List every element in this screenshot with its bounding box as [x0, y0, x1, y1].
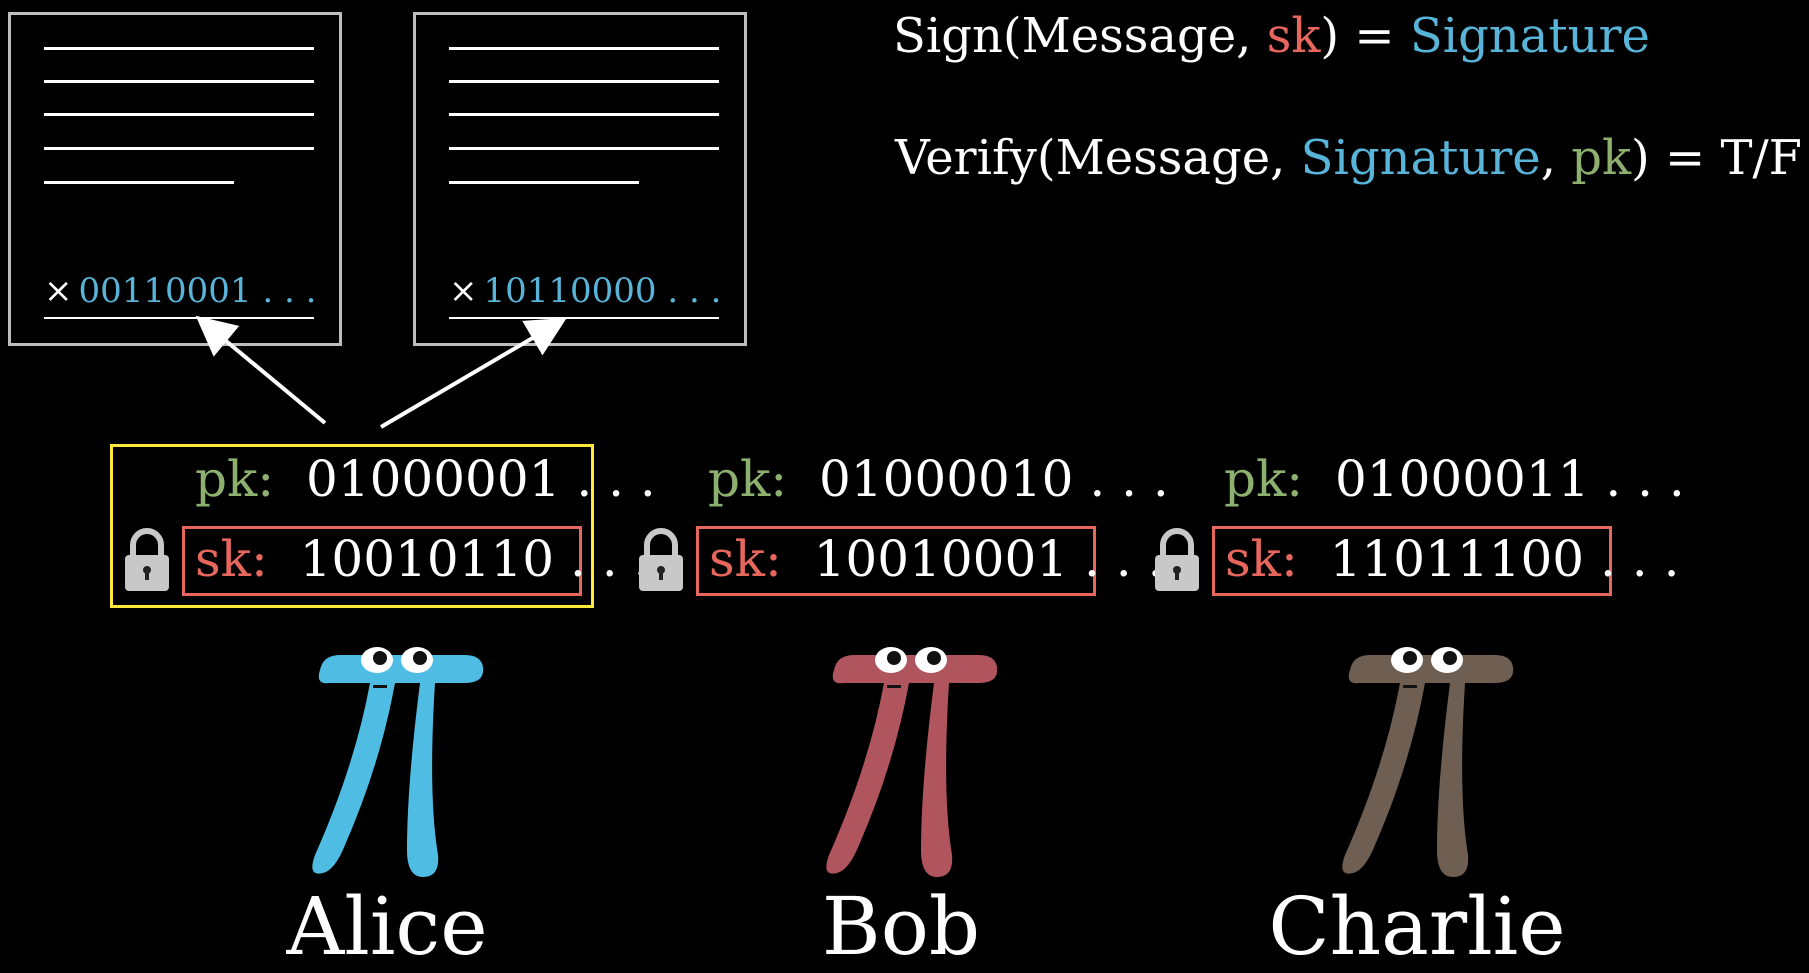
bob-sk-box	[696, 526, 1096, 596]
bob-name: Bob	[821, 880, 981, 973]
pk-label: pk:	[195, 450, 275, 508]
text-line	[44, 181, 234, 184]
text-line	[449, 147, 719, 150]
alice-pk: pk: 01000001 . . .	[195, 450, 656, 508]
sk-label: sk:	[1225, 530, 1298, 588]
arrow-to-document-1	[195, 315, 327, 425]
pk-value: 01000001 . . .	[305, 450, 656, 508]
alice-name: Alice	[286, 880, 488, 973]
text-line	[44, 113, 314, 116]
pk-label: pk:	[708, 450, 788, 508]
charlie-name: Charlie	[1268, 880, 1566, 973]
sign-sk: sk	[1266, 8, 1321, 64]
verify-formula: Verify(Message, Signature, pk) = T/F	[895, 130, 1802, 186]
alice-highlight-box	[110, 444, 594, 608]
text-line	[449, 47, 719, 50]
signature-bits: 00110001 . . .	[78, 271, 317, 311]
alice-sk: sk: 10010110 . . .	[195, 530, 649, 588]
text-line	[449, 80, 719, 83]
alice-sk-box	[182, 526, 582, 596]
arrow-to-document-2	[379, 317, 567, 429]
x-mark: ×	[449, 271, 478, 311]
signature-field: ×10110000 . . .	[449, 271, 721, 311]
text-line	[44, 147, 314, 150]
lock-icon	[1155, 528, 1199, 591]
sign-mid: ) =	[1320, 8, 1410, 64]
signature-line	[449, 317, 719, 319]
pk-value: 01000011 . . .	[1334, 450, 1685, 508]
charlie-pi-character-icon	[1342, 647, 1514, 877]
lock-icon	[639, 528, 683, 591]
sk-value: 10010001 . . .	[813, 530, 1164, 588]
text-line	[44, 47, 314, 50]
pk-label: pk:	[1224, 450, 1304, 508]
charlie-sk: sk: 11011100 . . .	[1225, 530, 1679, 588]
verify-end: ) = T/F	[1631, 130, 1802, 186]
sign-formula: Sign(Message, sk) = Signature	[893, 8, 1650, 64]
sign-fn: Sign(Message,	[893, 8, 1267, 64]
bob-pk: pk: 01000010 . . .	[708, 450, 1169, 508]
alice-pi-character-icon	[312, 647, 484, 877]
sk-label: sk:	[709, 530, 782, 588]
verify-sep: ,	[1540, 130, 1572, 186]
verify-signature: Signature	[1300, 130, 1541, 186]
sk-value: 10010110 . . .	[299, 530, 650, 588]
document-1: ×00110001 . . .	[8, 12, 342, 346]
sign-signature: Signature	[1409, 8, 1650, 64]
bob-pi-character-icon	[826, 647, 998, 877]
sk-label: sk:	[195, 530, 268, 588]
signature-line	[44, 317, 314, 319]
charlie-sk-box	[1212, 526, 1612, 596]
pk-value: 01000010 . . .	[818, 450, 1169, 508]
text-line	[449, 113, 719, 116]
sk-value: 11011100 . . .	[1329, 530, 1680, 588]
text-line	[44, 80, 314, 83]
signature-bits: 10110000 . . .	[483, 271, 722, 311]
lock-icon	[125, 528, 169, 591]
signature-field: ×00110001 . . .	[44, 271, 316, 311]
verify-pk: pk	[1571, 130, 1632, 186]
charlie-pk: pk: 01000011 . . .	[1224, 450, 1685, 508]
text-line	[449, 181, 639, 184]
x-mark: ×	[44, 271, 73, 311]
document-2: ×10110000 . . .	[413, 12, 747, 346]
verify-fn: Verify(Message,	[895, 130, 1301, 186]
bob-sk: sk: 10010001 . . .	[709, 530, 1163, 588]
